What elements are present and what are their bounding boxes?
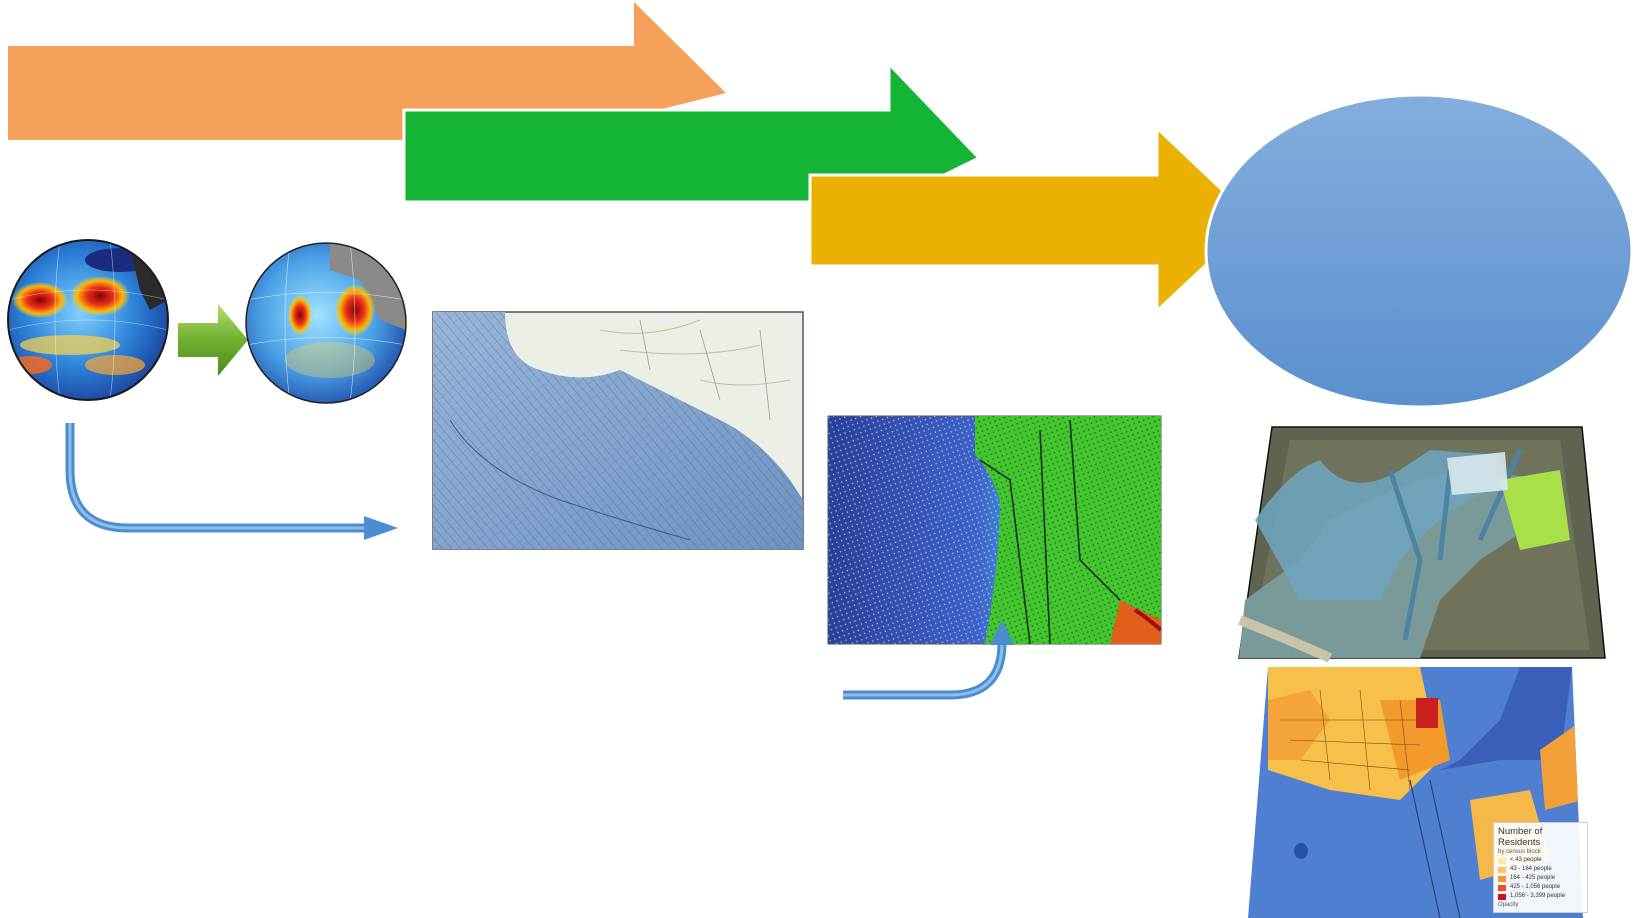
legend-subtitle: by census block xyxy=(1498,849,1541,855)
legend-title: Number of Residents xyxy=(1498,826,1543,848)
legend-item: 43 - 164 people xyxy=(1498,865,1583,874)
legend-item: 425 - 1,056 people xyxy=(1498,883,1583,892)
residents-legend: Number of Residents by census block < 43… xyxy=(1493,822,1588,913)
legend-swatch xyxy=(1498,884,1506,891)
downscale-arrow xyxy=(178,304,248,376)
opacity-label: Opacity xyxy=(1498,902,1519,908)
legend-swatch xyxy=(1498,866,1506,873)
legend-item: 1,056 - 3,399 people xyxy=(1498,892,1583,901)
arrow-orange xyxy=(8,2,726,140)
arrow-green xyxy=(402,60,982,204)
legend-item-label: < 43 people xyxy=(1510,857,1542,863)
regional-model-globe xyxy=(245,242,407,404)
impact-ellipse xyxy=(1204,93,1634,409)
legend-swatch xyxy=(1498,893,1506,900)
legend-item-label: 1,056 - 3,399 people xyxy=(1510,893,1566,899)
legend-item: 164 - 425 people xyxy=(1498,874,1583,883)
global-model-globe xyxy=(7,239,169,401)
flood-inundation-map xyxy=(1238,426,1606,663)
curved-arrow-to-regional-grid xyxy=(65,423,368,533)
legend-item-label: 43 - 164 people xyxy=(1510,866,1552,872)
regional-grid-map xyxy=(432,311,804,550)
legend-swatch xyxy=(1498,857,1506,864)
curved-arrow-to-nearshore xyxy=(843,642,1007,700)
legend-item-label: 164 - 425 people xyxy=(1510,875,1556,881)
legend-item: < 43 people xyxy=(1498,856,1583,865)
legend-swatch xyxy=(1498,875,1506,882)
legend-item-label: 425 - 1,056 people xyxy=(1510,884,1561,890)
nearshore-grid-map xyxy=(827,415,1162,645)
